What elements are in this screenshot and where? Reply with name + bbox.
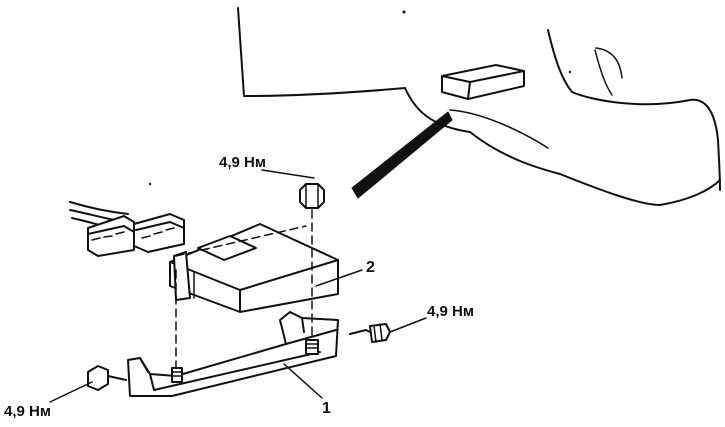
top-nut — [299, 183, 325, 209]
torque-label-right-bolt: 4,9 Нм — [427, 303, 474, 320]
right-bolt — [349, 317, 427, 343]
left-bolt — [49, 365, 127, 403]
vehicle-body-outline — [237, 7, 721, 206]
assembly-guide-lines — [175, 209, 313, 369]
torque-label-left-bolt: 4,9 Нм — [4, 403, 51, 420]
part-leader-lines — [261, 169, 363, 399]
bracket-studs — [171, 339, 319, 383]
wire-harness-connector — [69, 201, 185, 257]
control-unit-body — [169, 223, 339, 313]
unit-location-box — [441, 64, 525, 100]
torque-label-top-nut: 4,9 Нм — [219, 154, 266, 171]
part-number-1: 1 — [322, 400, 331, 417]
location-pointer — [351, 111, 453, 199]
part-number-2: 2 — [366, 259, 375, 276]
